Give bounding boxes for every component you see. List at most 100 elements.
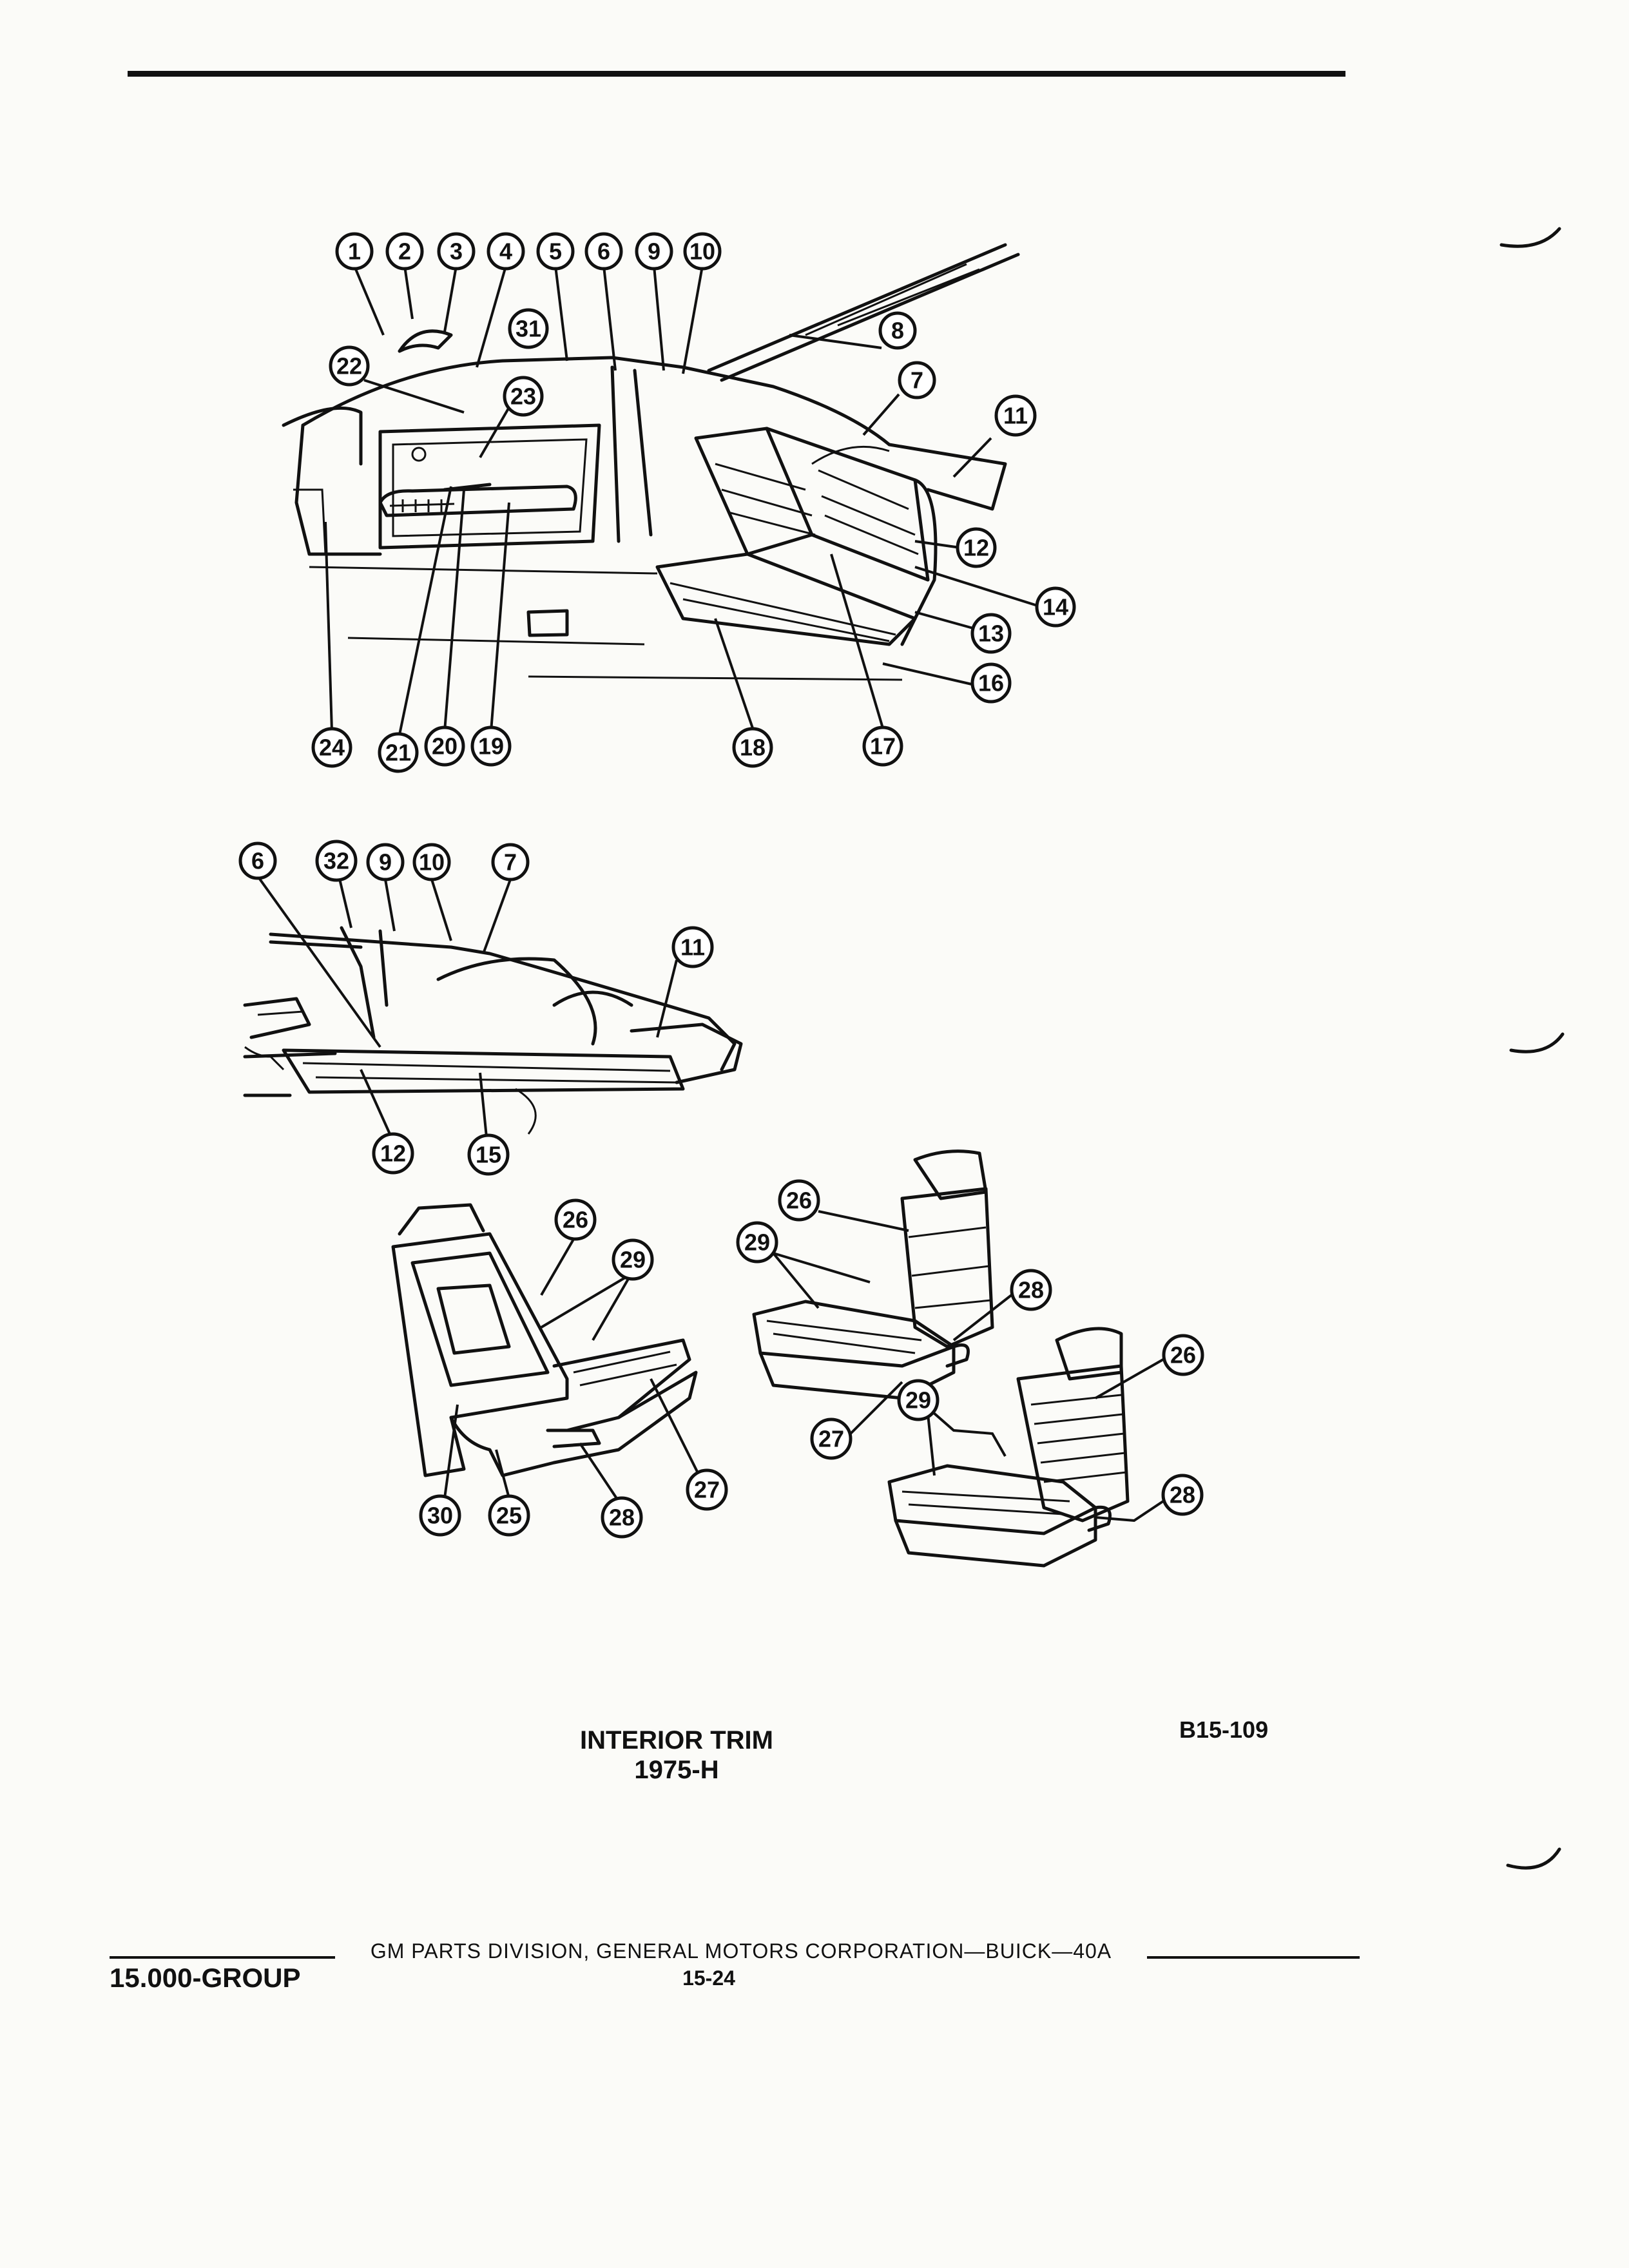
callout-31: 31	[508, 308, 549, 349]
caption-model-year: 1975-H	[634, 1756, 719, 1784]
svg-text:14: 14	[1043, 594, 1068, 620]
callout-11b: 11	[671, 926, 714, 968]
svg-text:20: 20	[432, 733, 458, 760]
svg-text:19: 19	[478, 733, 504, 760]
svg-text:7: 7	[911, 367, 923, 394]
fig2-leader-lines	[256, 875, 678, 1138]
callout-7b: 7	[491, 843, 530, 881]
callout-9b: 9	[366, 843, 405, 881]
callout-23: 23	[503, 376, 544, 417]
callout-18: 18	[732, 727, 773, 768]
callout-14: 14	[1035, 586, 1076, 628]
caption-title: INTERIOR TRIM	[580, 1726, 773, 1754]
footer-rule-right	[1147, 1956, 1360, 1959]
callout-15: 15	[467, 1133, 510, 1176]
svg-text:10: 10	[689, 238, 715, 265]
svg-text:9: 9	[648, 238, 660, 265]
fig2-callouts: 6 32 9 10 7 11 12 15	[238, 840, 714, 1176]
callout-3: 3	[437, 232, 476, 271]
rear-quarter-view	[243, 926, 743, 1135]
fig1-callouts: 1 2 3 4 5 6 9 10 31 22 23 8 7 11 12 14 1…	[311, 232, 1076, 773]
callout-22: 22	[329, 345, 370, 387]
callout-29a: 29	[612, 1238, 654, 1281]
svg-text:26: 26	[786, 1187, 812, 1214]
svg-text:5: 5	[549, 238, 562, 265]
callout-21: 21	[378, 732, 419, 773]
callout-27a: 27	[686, 1468, 728, 1511]
svg-text:27: 27	[694, 1477, 720, 1503]
footer-rule-left	[110, 1956, 335, 1959]
callout-26a: 26	[554, 1198, 597, 1241]
bucket-seat-shell-back	[391, 1203, 698, 1477]
callout-19: 19	[470, 726, 512, 767]
callout-25: 25	[488, 1494, 530, 1537]
figure-code: B15-109	[1179, 1716, 1269, 1743]
callout-2: 2	[385, 232, 424, 271]
callout-30: 30	[419, 1494, 461, 1537]
callout-26b: 26	[778, 1179, 820, 1222]
callout-20: 20	[424, 726, 465, 767]
svg-text:18: 18	[740, 735, 766, 761]
bucket-seat-lower	[887, 1327, 1130, 1568]
svg-text:11: 11	[680, 934, 705, 961]
callout-8: 8	[878, 311, 917, 350]
svg-text:2: 2	[398, 238, 411, 265]
callout-28a: 28	[601, 1496, 643, 1539]
callout-6b: 6	[238, 841, 277, 880]
svg-text:30: 30	[427, 1503, 453, 1529]
callout-9: 9	[635, 232, 673, 271]
callout-29b: 29	[736, 1221, 778, 1264]
callout-28b: 28	[1010, 1269, 1052, 1311]
svg-text:8: 8	[891, 318, 904, 344]
callout-7: 7	[898, 361, 936, 399]
callout-5: 5	[536, 232, 575, 271]
svg-text:6: 6	[597, 238, 610, 265]
callout-10: 10	[683, 232, 722, 271]
callout-29c: 29	[897, 1379, 940, 1421]
callout-10b: 10	[412, 843, 451, 881]
callout-27b: 27	[810, 1418, 853, 1460]
svg-text:12: 12	[963, 535, 989, 561]
svg-text:29: 29	[620, 1247, 646, 1273]
svg-text:21: 21	[385, 740, 411, 766]
interior-side-view	[282, 243, 1020, 681]
callout-12b: 12	[372, 1132, 414, 1175]
svg-text:28: 28	[609, 1504, 635, 1531]
svg-text:32: 32	[323, 848, 349, 874]
svg-text:1: 1	[348, 238, 361, 265]
svg-text:15: 15	[476, 1142, 501, 1168]
svg-text:22: 22	[336, 353, 362, 380]
callout-32: 32	[315, 840, 358, 882]
group-label: 15.000-GROUP	[110, 1963, 301, 1993]
svg-text:4: 4	[499, 238, 512, 265]
fig3-leader-lines	[443, 1236, 700, 1503]
callout-11: 11	[994, 394, 1037, 437]
svg-text:23: 23	[510, 383, 536, 410]
svg-text:7: 7	[504, 849, 517, 876]
svg-text:29: 29	[905, 1387, 931, 1414]
svg-text:27: 27	[818, 1426, 844, 1452]
fig5-callouts: 26 29 28	[897, 1334, 1204, 1516]
fig5-leader-lines	[927, 1358, 1164, 1523]
fig1-leader-lines	[324, 265, 1038, 735]
footer-corporation: GM PARTS DIVISION, GENERAL MOTORS CORPOR…	[370, 1939, 1112, 1963]
callout-4: 4	[487, 232, 525, 271]
svg-text:31: 31	[516, 316, 541, 342]
svg-text:28: 28	[1018, 1277, 1044, 1303]
binder-marks	[1499, 227, 1565, 1870]
figure-caption: INTERIOR TRIM 1975-H	[548, 1725, 805, 1785]
svg-text:9: 9	[379, 849, 392, 876]
svg-text:11: 11	[1003, 403, 1028, 429]
svg-text:6: 6	[251, 848, 264, 874]
callout-17: 17	[862, 726, 903, 767]
svg-text:13: 13	[978, 620, 1004, 647]
svg-text:3: 3	[450, 238, 463, 265]
svg-text:26: 26	[1170, 1342, 1196, 1369]
callout-24: 24	[311, 727, 352, 768]
fig4-callouts: 26 29 28 27	[736, 1179, 1052, 1460]
svg-text:10: 10	[419, 849, 445, 876]
svg-text:29: 29	[744, 1229, 770, 1256]
svg-text:16: 16	[978, 670, 1004, 697]
